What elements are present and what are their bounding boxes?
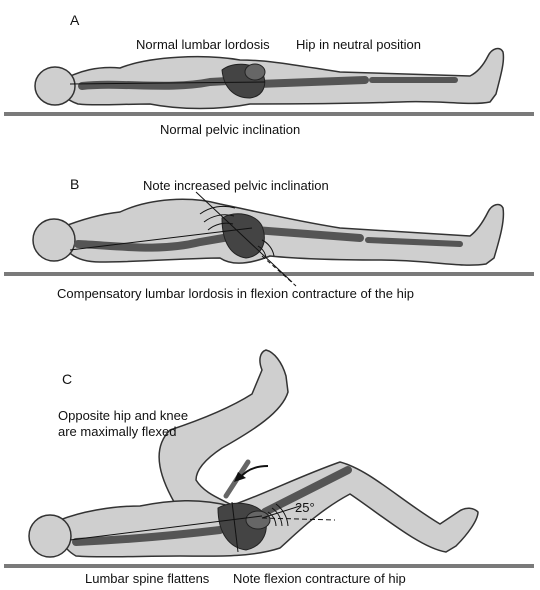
panel-b-letter: B (70, 176, 80, 192)
pelvic-axis-b (195, 191, 293, 283)
body-figure-a (34, 47, 505, 110)
panel-c (4, 349, 534, 568)
spine-b (74, 232, 239, 252)
floor-c (4, 564, 534, 568)
iliac-crest-c (245, 510, 271, 530)
flex-arrowhead-c (234, 472, 246, 482)
femur-c (261, 466, 352, 516)
label-opposite-hip-knee-line2: are maximally flexed (58, 424, 177, 439)
panel-a (4, 47, 534, 116)
label-increased-pelvic-inclination: Note increased pelvic inclination (143, 178, 329, 193)
head-b (32, 218, 76, 262)
label-flexion-contracture: Note flexion contracture of hip (233, 571, 406, 586)
label-compensatory-lordosis: Compensatory lumbar lordosis in flexion … (57, 286, 414, 301)
label-lumbar-spine-flattens: Lumbar spine flattens (85, 571, 210, 586)
panel-c-letter: C (62, 371, 73, 387)
floor-a (4, 112, 534, 116)
femur-a (254, 76, 369, 88)
raised-leg-c (158, 349, 289, 513)
inclination-line-a (69, 81, 266, 85)
label-hip-neutral: Hip in neutral position (296, 37, 422, 52)
hatch-arc-b (199, 205, 275, 259)
angle-ray-c (261, 505, 301, 519)
panel-a-letter: A (70, 12, 80, 28)
inclination-line-c (69, 515, 263, 541)
torso-legs-a (58, 47, 505, 110)
label-normal-pelvic-inclination: Normal pelvic inclination (160, 122, 301, 137)
label-opposite-hip-knee-line1: Opposite hip and knee (58, 408, 189, 423)
panel-b (4, 191, 534, 287)
tibia-b (365, 237, 463, 247)
head-a (34, 66, 76, 106)
pelvic-axis-dashed-b (261, 255, 297, 287)
label-angle-25: 25° (295, 500, 315, 515)
femur-b (251, 226, 364, 242)
head-c (28, 514, 72, 558)
iliac-crest-a (244, 63, 266, 81)
vertical-line-c (231, 501, 239, 553)
inclination-line-b (69, 227, 253, 251)
floor-b (4, 272, 534, 276)
spine-c (72, 526, 224, 546)
angle-baseline-c (261, 517, 336, 521)
label-normal-lumbar-lordosis: Normal lumbar lordosis (136, 37, 270, 52)
